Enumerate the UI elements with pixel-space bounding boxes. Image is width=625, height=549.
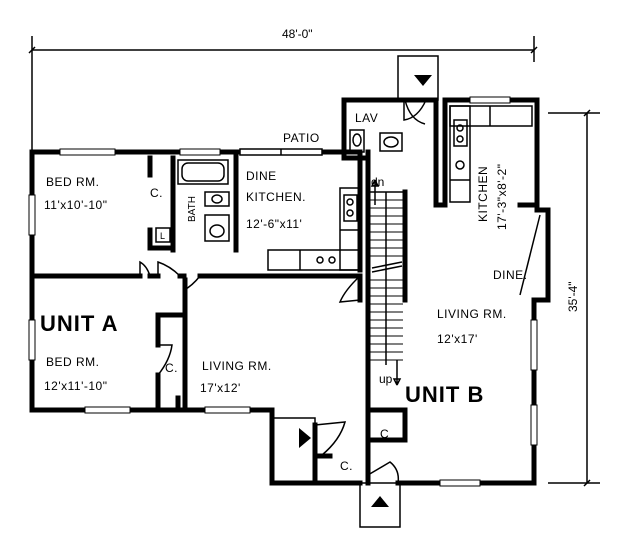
patio-door: PATIO — [239, 131, 323, 156]
living-room-a-size: 17'x12' — [200, 381, 241, 395]
unit-b-labels: KITCHEN 17'-3"x8'-2" DINE. LIVING RM. 12… — [380, 164, 528, 441]
entry-arrow-right-icon — [299, 428, 311, 448]
entry-stoop-bottom — [359, 461, 401, 528]
living-room-b-size: 12'x17' — [437, 332, 478, 346]
windows — [28, 96, 538, 487]
kitchen-b-size: 17'-3"x8'-2" — [495, 164, 509, 230]
closet-label-3: C. — [340, 459, 353, 473]
kitchen-a-line-1: DINE — [246, 169, 277, 183]
closet-label-1: C. — [150, 186, 163, 200]
kitchen-a-size: 12'-6"x11' — [246, 217, 302, 231]
bed-room-1-name: BED RM. — [46, 175, 100, 189]
depth-dimension: 35'-4" — [548, 109, 600, 487]
bed-room-2-name: BED RM. — [46, 355, 100, 369]
kitchen-a-line-2: KITCHEN. — [246, 190, 306, 204]
living-room-b-name: LIVING RM. — [437, 307, 507, 321]
bed-room-2-size: 12'x11'-10" — [44, 379, 108, 393]
lav-fixtures: LAV — [349, 99, 426, 153]
interior-walls-unit-a — [29, 149, 363, 483]
stair-treads — [370, 199, 403, 361]
bath-label: BATH — [187, 196, 198, 222]
unit-a-kitchen-fixtures — [267, 187, 361, 271]
interior-doors — [139, 260, 361, 376]
depth-dimension-label: 35'-4" — [566, 281, 580, 312]
linen-closet-label: L — [160, 231, 165, 241]
stairs: dn up — [368, 175, 405, 386]
dine-b-label: DINE. — [493, 268, 528, 282]
closet-b-label: C — [380, 427, 389, 441]
width-dimension-label: 48'-0" — [282, 27, 313, 41]
bed-room-1-size: 11'x10'-10" — [44, 198, 108, 212]
entry-arrow-up-icon — [371, 496, 389, 507]
stairs-up-label: up — [379, 372, 393, 386]
lav-label: LAV — [355, 111, 378, 125]
stairs-down-label: dn — [371, 175, 384, 189]
patio-label: PATIO — [283, 131, 320, 145]
bath-fixtures: BATH L — [155, 159, 230, 243]
unit-b-kitchen-fixtures — [449, 105, 541, 296]
unit-b-title: UNIT B — [405, 382, 484, 407]
kitchen-b-name: KITCHEN — [476, 166, 490, 222]
interior-walls-unit-b — [341, 155, 540, 443]
entry-stoop-unit-a — [271, 417, 347, 484]
width-dimension: 48'-0" — [28, 27, 538, 150]
unit-a-title: UNIT A — [40, 311, 119, 336]
closet-label-2: C. — [165, 361, 178, 375]
entry-stoop-top — [397, 55, 439, 121]
living-room-a-name: LIVING RM. — [202, 359, 272, 373]
entry-arrow-down-icon — [414, 75, 432, 86]
unit-a-labels: BED RM. 11'x10'-10" C. DINE KITCHEN. 12'… — [40, 169, 353, 473]
